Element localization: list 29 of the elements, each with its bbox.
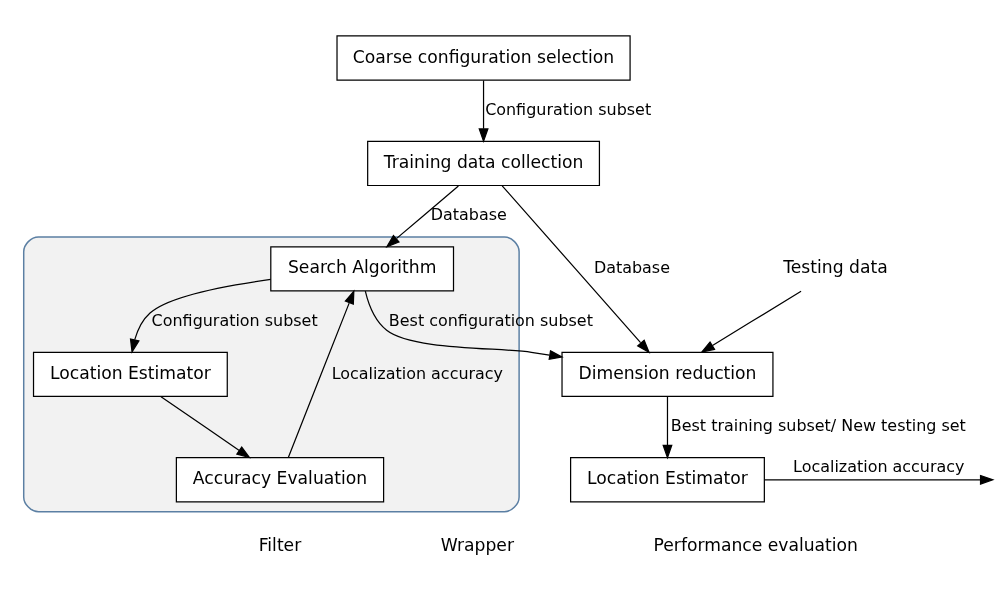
node-box: Training data collection [366, 140, 600, 187]
label: Wrapper [440, 534, 514, 555]
arrow [159, 396, 251, 459]
edge-label: Localization accuracy [792, 456, 964, 476]
edge-label: Database [593, 258, 670, 278]
arrow [129, 278, 271, 354]
node-box: Dimension reduction [560, 351, 774, 398]
arrow [661, 396, 673, 460]
node-box: Location Estimator [569, 457, 765, 503]
label: Performance evaluation [653, 534, 858, 555]
node-text: Testing data [782, 257, 888, 278]
arrow [287, 289, 354, 459]
edge-label: Localization accuracy [331, 363, 503, 383]
edge-label: Best configuration subset [388, 310, 593, 330]
node-box: Search Algorithm [269, 246, 454, 292]
arrow [699, 290, 802, 354]
edge-label: Best training subset/ New testing set [670, 416, 966, 436]
edge-label: Configuration subset [484, 99, 651, 119]
arrow [763, 474, 995, 485]
arrow [477, 79, 489, 144]
arrow [501, 185, 650, 354]
node-box: Coarse configuration selection [335, 35, 631, 81]
node-box: Location Estimator [32, 351, 228, 398]
edge-label: Configuration subset [151, 310, 318, 330]
label: Filter [258, 534, 301, 555]
arrow [364, 290, 564, 361]
node-box: Accuracy Evaluation [175, 457, 384, 503]
arrow [384, 185, 459, 248]
edge-label: Database [430, 205, 507, 225]
